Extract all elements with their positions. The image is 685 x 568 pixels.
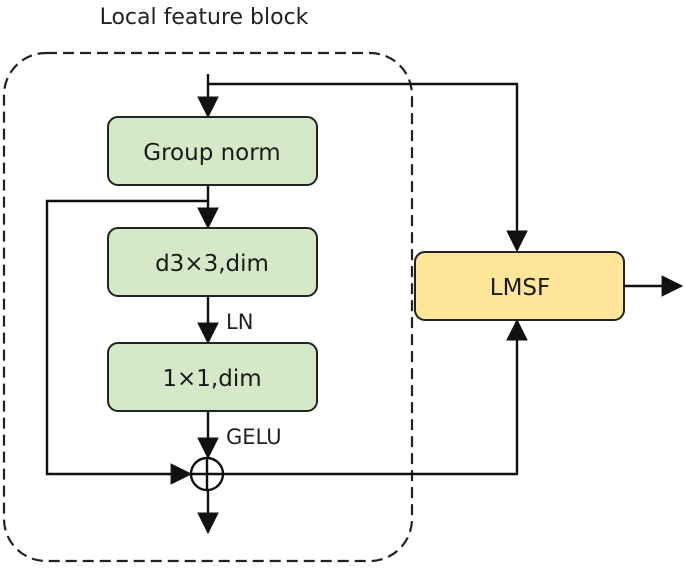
dashed-block-border <box>2 51 414 563</box>
dwconv-box <box>107 227 318 297</box>
lmsf-node: LMSF <box>414 251 625 321</box>
dwconv-node: d3×3,dim <box>107 227 318 297</box>
pwconv-box <box>107 342 318 412</box>
lmsf-label: LMSF <box>490 275 551 301</box>
gelu-label: GELU <box>226 425 282 449</box>
sum-node-icon <box>189 456 225 492</box>
group-norm-label: Group norm <box>143 140 280 166</box>
dwconv-label: d3×3,dim <box>155 251 269 277</box>
ln-label: LN <box>226 310 253 334</box>
pwconv-label: 1×1,dim <box>162 366 261 392</box>
group-norm-box <box>107 116 318 186</box>
group-norm-node: Group norm <box>107 116 318 186</box>
block-title: Local feature block <box>100 5 309 30</box>
pwconv-node: 1×1,dim <box>107 342 318 412</box>
